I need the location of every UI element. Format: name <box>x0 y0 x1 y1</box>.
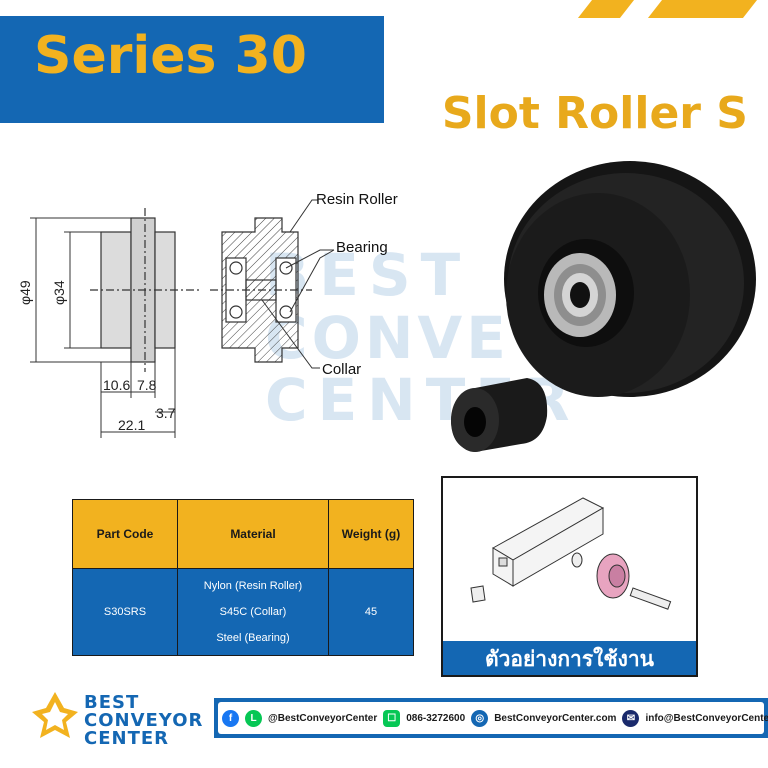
spec-data-row: S30SRS Nylon (Resin Roller) S45C (Collar… <box>72 568 414 656</box>
phone-number[interactable]: 086-3272600 <box>406 712 466 724</box>
brand-logo-icon <box>32 692 78 738</box>
dim-width-a: 10.6 <box>103 377 130 393</box>
callout-lines <box>261 199 335 369</box>
dim-width-b: 7.8 <box>137 377 157 393</box>
product-title: Slot Roller S <box>441 88 748 139</box>
collar-photo <box>451 378 548 452</box>
spec-table: Part Code Material Weight (g) S30SRS Nyl… <box>72 499 414 656</box>
social-handle[interactable]: @BestConveyorCenter <box>268 712 378 724</box>
line-icon[interactable]: L <box>245 709 262 727</box>
dim-total: 22.1 <box>118 417 145 433</box>
roller-photo <box>504 161 756 397</box>
facebook-icon[interactable]: f <box>222 709 239 727</box>
series-title: Series 30 <box>34 26 307 86</box>
globe-icon: ◎ <box>471 709 489 727</box>
phone-icon: ☐ <box>383 709 401 727</box>
header-material: Material <box>177 499 329 569</box>
top-stripe-1 <box>577 0 635 18</box>
dim-outer-diameter: φ49 <box>17 280 33 305</box>
cross-section <box>210 217 312 363</box>
email-link[interactable]: info@BestConveyorCenter.com <box>645 712 768 724</box>
logo-line3: CENTER <box>84 728 170 749</box>
usage-illustration <box>470 497 672 610</box>
top-stripe-2 <box>647 0 758 18</box>
side-profile <box>90 208 200 372</box>
brand-logo-text: BEST CONVEYOR CENTER <box>84 694 203 748</box>
cell-material: Nylon (Resin Roller) S45C (Collar) Steel… <box>177 568 329 656</box>
website-link[interactable]: BestConveyorCenter.com <box>494 712 617 724</box>
usage-example-label: ตัวอย่างการใช้งาน <box>441 641 698 677</box>
callout-collar: Collar <box>322 361 361 378</box>
contact-strip: f L @BestConveyorCenter ☐ 086-3272600 ◎ … <box>218 702 768 734</box>
spec-header-row: Part Code Material Weight (g) <box>72 499 414 569</box>
logo-line2: CONVEYOR <box>84 710 204 731</box>
material-bearing: Steel (Bearing) <box>216 632 290 644</box>
dim-width-c: 3.7 <box>156 405 176 421</box>
header-weight: Weight (g) <box>328 499 414 569</box>
dimension-lines <box>30 217 176 438</box>
logo-line1: BEST <box>84 692 140 713</box>
email-icon: ✉ <box>622 709 640 727</box>
callout-bearing: Bearing <box>336 239 388 256</box>
header-part-code: Part Code <box>72 499 178 569</box>
dim-inner-diameter: φ34 <box>51 280 67 305</box>
material-resin: Nylon (Resin Roller) <box>203 580 303 592</box>
material-collar: S45C (Collar) <box>219 606 287 618</box>
series-banner <box>0 16 384 123</box>
cell-weight: 45 <box>328 568 414 656</box>
cell-part-code: S30SRS <box>72 568 178 656</box>
technical-drawing: φ49 φ34 10.6 7.8 3.7 22.1 Resin Roller B… <box>17 191 398 438</box>
callout-resin-roller: Resin Roller <box>316 191 398 208</box>
